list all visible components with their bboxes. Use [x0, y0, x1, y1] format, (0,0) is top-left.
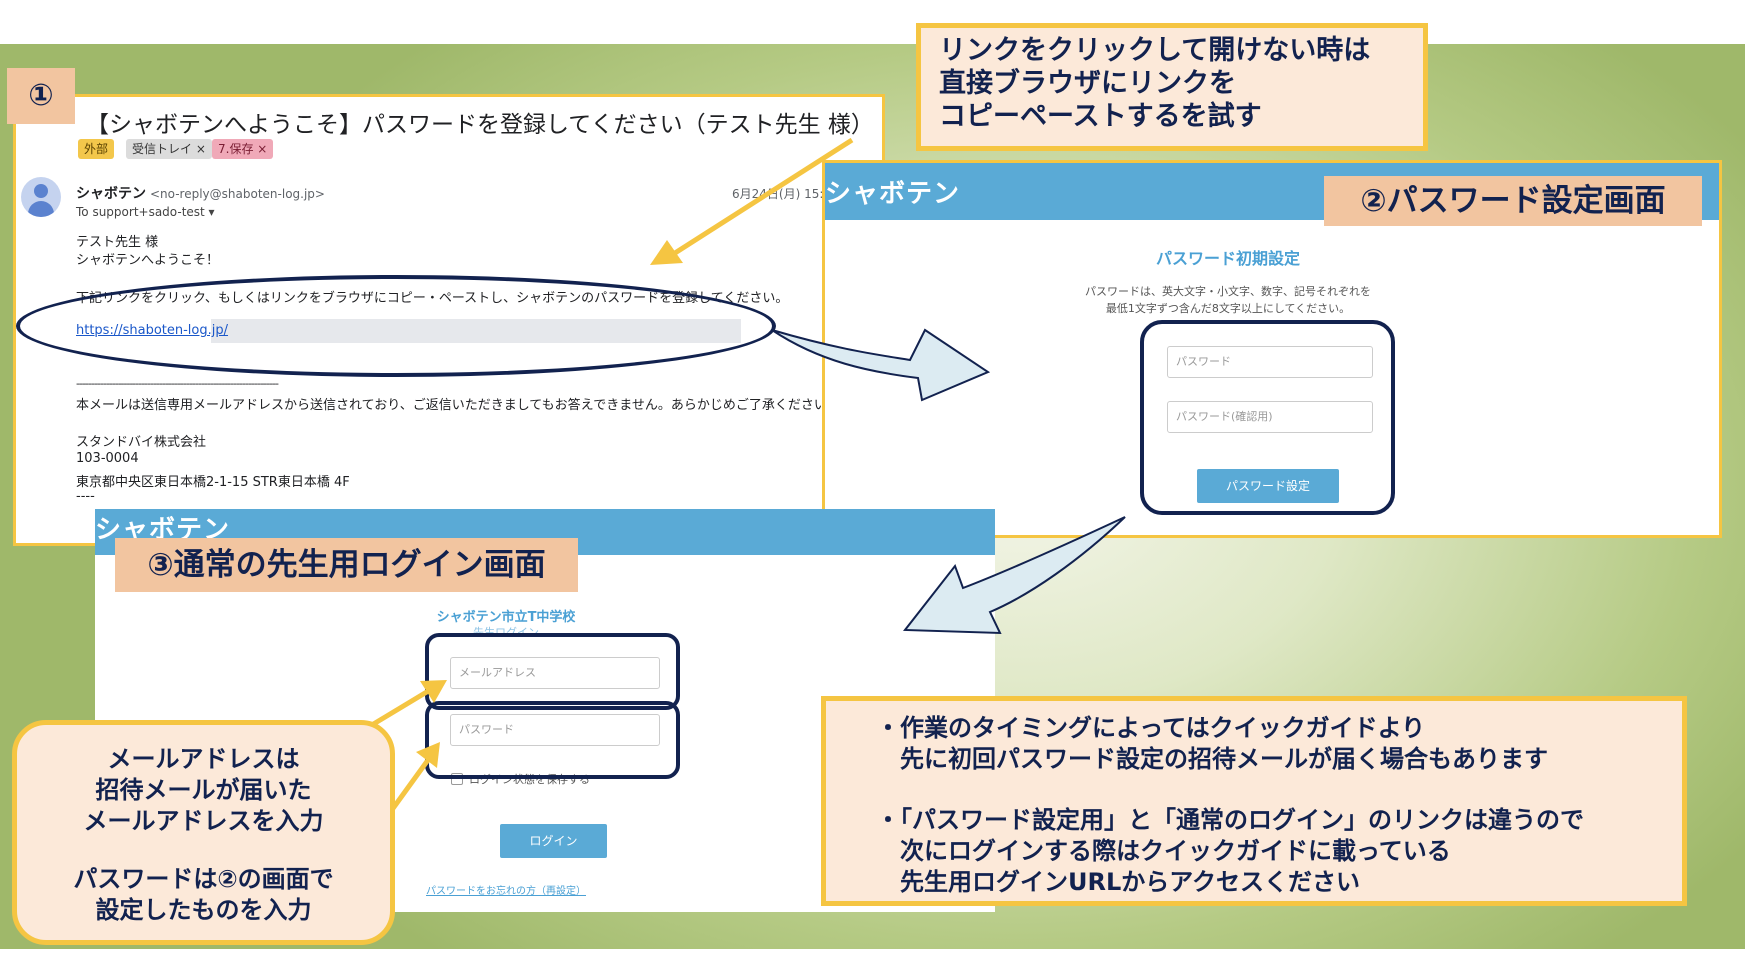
- email-field-highlight: [425, 633, 680, 710]
- email-input[interactable]: メールアドレス: [450, 657, 660, 689]
- callout-right-line-3: ・「パスワード設定用」と「通常のログイン」のリンクは違うので: [876, 806, 1584, 834]
- password-confirm-input[interactable]: パスワード(確認用): [1167, 401, 1373, 433]
- callout-left-line-1: メールアドレスは: [107, 745, 300, 773]
- callout-right-line-4: 次にログインする際はクイックガイドに載っている: [876, 837, 1451, 865]
- password-rules-line-1: パスワードは、英大文字・小文字、数字、記号それぞれを: [1085, 285, 1371, 298]
- sender-name: シャボテン: [76, 186, 146, 202]
- email-panel: 【シャボテンへようこそ】パスワードを登録してください（テスト先生 様） 外部 受…: [13, 94, 885, 546]
- brand-logo: シャボテン: [825, 179, 961, 209]
- callout-right-line-5: 先生用ログインURLからアクセスください: [876, 868, 1361, 896]
- email-divider: ----------------------------------------…: [76, 377, 279, 390]
- password-setup-panel: シャボテン ②パスワード設定画面 パスワード初期設定 パスワードは、英大文字・小…: [822, 160, 1722, 538]
- callout-right-line-2: 先に初回パスワード設定の招待メールが届く場合もあります: [876, 745, 1548, 773]
- password-input[interactable]: パスワード: [1167, 346, 1373, 378]
- password-set-button[interactable]: パスワード設定: [1197, 469, 1339, 503]
- callout-left-line-5: 設定したものを入力: [95, 896, 312, 924]
- password-rules-line-2: 最低1文字ずつ含んだ8文字以上にしてください。: [1105, 302, 1351, 315]
- callout-top-line-3: コピーペーストするを試す: [939, 101, 1262, 132]
- company-name: スタンドバイ株式会社: [76, 435, 207, 450]
- postal-code: 103-0004: [76, 451, 139, 466]
- callout-right-line-1: ・作業のタイミングによってはクイックガイドより: [876, 714, 1426, 742]
- password-form-highlight: [1140, 320, 1395, 515]
- step-3-label: ③通常の先生用ログイン画面: [115, 538, 578, 592]
- password-setup-title: パスワード初期設定: [1155, 249, 1300, 268]
- login-button[interactable]: ログイン: [500, 824, 607, 858]
- tag-external[interactable]: 外部: [78, 139, 115, 159]
- sender-address: <no-reply@shaboten-log.jp>: [150, 187, 325, 201]
- greeting-name: テスト先生 様: [76, 235, 159, 250]
- callout-notes: ・作業のタイミングによってはクイックガイドより 先に初回パスワード設定の招待メー…: [821, 696, 1687, 906]
- callout-top-line-1: リンクをクリックして開けない時は: [939, 35, 1371, 66]
- callout-left-line-4: パスワードは②の画面で: [73, 865, 334, 893]
- callout-left-line-2: 招待メールが届いた: [95, 776, 312, 804]
- login-subtitle: 先生ログイン: [473, 626, 539, 634]
- tag-inbox[interactable]: 受信トレイ ×: [126, 139, 212, 159]
- company-address: 東京都中央区東日本橋2-1-15 STR東日本橋 4F: [76, 475, 350, 490]
- password-field-highlight: [425, 701, 680, 779]
- forgot-password-link[interactable]: パスワードをお忘れの方（再設定）: [426, 886, 586, 897]
- school-name: シャボテン市立T中学校: [436, 610, 576, 625]
- step-2-label: ②パスワード設定画面: [1324, 176, 1702, 226]
- step-1-badge: ①: [7, 68, 75, 124]
- callout-top-line-2: 直接ブラウザにリンクを: [939, 68, 1236, 99]
- link-highlight-ellipse: [16, 275, 776, 377]
- password-rules: パスワードは、英大文字・小文字、数字、記号それぞれを 最低1文字ずつ含んだ8文字…: [825, 283, 1631, 317]
- tag-save[interactable]: 7.保存 ×: [212, 139, 274, 159]
- avatar: [21, 177, 61, 217]
- sender: シャボテン <no-reply@shaboten-log.jp>: [76, 183, 325, 203]
- callout-copy-link: リンクをクリックして開けない時は 直接ブラウザにリンクを コピーペーストするを試…: [916, 23, 1428, 151]
- recipient-dropdown[interactable]: To support+sado-test ▾: [76, 205, 215, 219]
- email-notice: 本メールは送信専用メールアドレスから送信されており、ご返信いただきましてもお答え…: [76, 398, 840, 413]
- password-input[interactable]: パスワード: [450, 714, 660, 746]
- email-divider-short: ----: [76, 489, 95, 504]
- email-subject: 【シャボテンへようこそ】パスワードを登録してください（テスト先生 様）: [86, 112, 874, 138]
- callout-left-line-3: メールアドレスを入力: [83, 807, 324, 835]
- greeting: シャボテンへようこそ！: [76, 253, 220, 268]
- callout-login-hint: メールアドレスは 招待メールが届いた メールアドレスを入力 パスワードは②の画面…: [12, 720, 395, 945]
